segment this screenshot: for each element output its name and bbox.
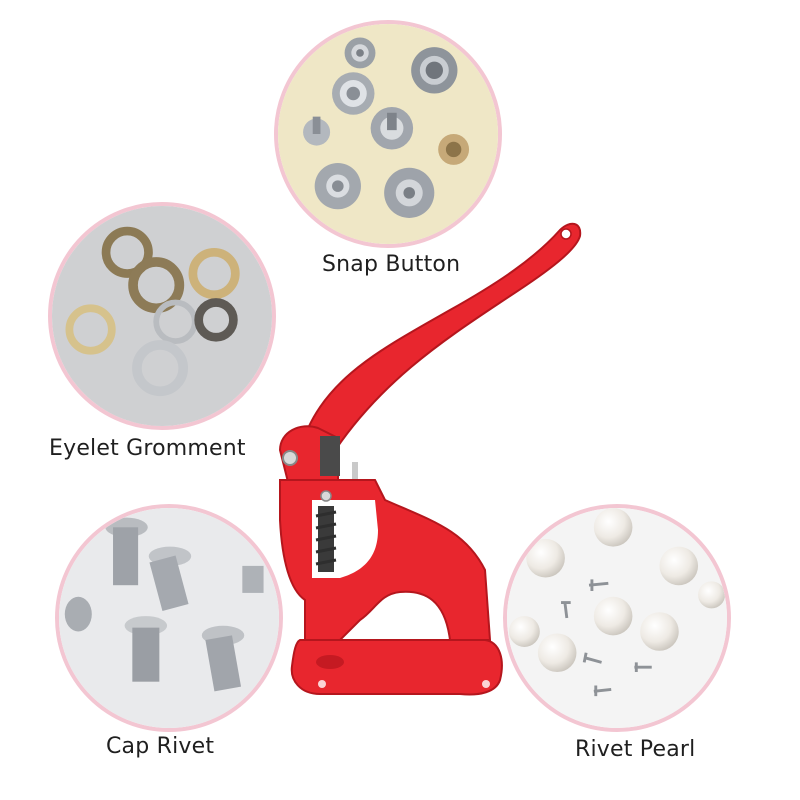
snap-button-label: Snap Button [322,252,461,277]
eyelet-gromment-label: Eyelet Gromment [49,436,246,461]
cap-rivet-photo [55,504,283,732]
rivet-pearl-photo [503,504,731,732]
cap-rivet-label: Cap Rivet [106,734,215,759]
rivet-pearl-label: Rivet Pearl [575,737,696,762]
snap-button-photo [274,20,502,248]
eyelet-grommet-photo [48,202,276,430]
hand-press-machine [260,200,600,710]
